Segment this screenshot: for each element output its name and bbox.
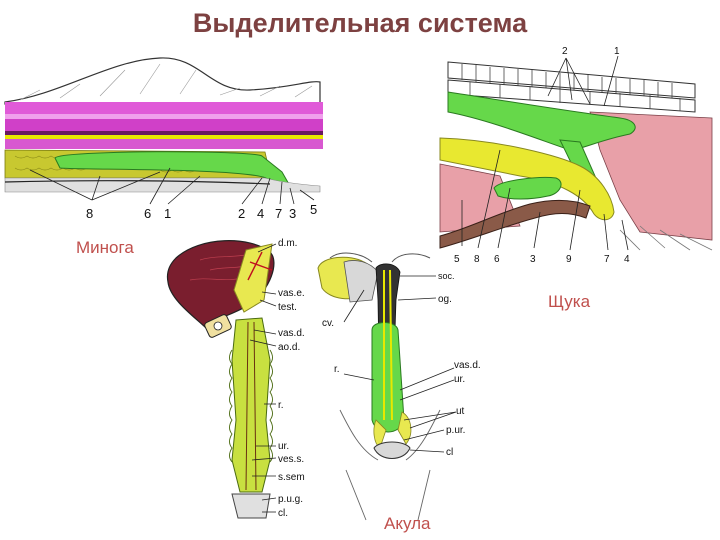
lamprey-label-3: 3 bbox=[289, 206, 296, 221]
shark-label-ur: ur. bbox=[454, 374, 465, 385]
shark-epigonal bbox=[343, 260, 379, 303]
lamprey-yellow-line bbox=[5, 135, 323, 139]
pike-spine-top bbox=[447, 61, 696, 99]
shark-label-cv: cv. bbox=[322, 318, 334, 329]
shark-label-og: og. bbox=[438, 294, 452, 305]
shark-label-cl: cl bbox=[446, 447, 453, 458]
male-cloaca bbox=[231, 493, 271, 519]
shark-duct-yellow bbox=[383, 269, 393, 421]
shark-kidney bbox=[371, 322, 405, 433]
lamprey-label-7: 7 bbox=[275, 206, 282, 221]
label-r: r. bbox=[278, 400, 284, 411]
shark-label-vasd: vas.d. bbox=[454, 360, 481, 371]
shark-pelvic-lines bbox=[339, 409, 441, 521]
shark-label-r: r. bbox=[334, 364, 340, 375]
epididymis bbox=[233, 243, 273, 313]
pike-fin-lines bbox=[619, 225, 713, 251]
pike-illustration: 2 1 5 8 6 3 9 7 4 bbox=[439, 46, 713, 265]
pike-label-4: 4 bbox=[624, 254, 630, 265]
label-ssem: s.sem bbox=[278, 472, 305, 483]
label-vasd: vas.d. bbox=[278, 328, 305, 339]
label-dm: d.m. bbox=[278, 238, 297, 249]
shark-leaders bbox=[343, 275, 457, 453]
lamprey-label-4: 4 bbox=[257, 206, 264, 221]
lamprey-label-2: 2 bbox=[238, 206, 245, 221]
shark-body-outline bbox=[329, 252, 431, 263]
shark-illustration: soc. og. cv. r. vas.d. ur. ut p.ur. cl bbox=[317, 252, 481, 521]
pike-kidney bbox=[447, 91, 636, 151]
lamprey-body-band-3 bbox=[5, 119, 323, 131]
male-leaders bbox=[249, 243, 277, 513]
lamprey-intestine bbox=[4, 180, 271, 185]
lamprey-dorsal-fin bbox=[4, 57, 321, 105]
pike-intestine bbox=[439, 199, 591, 249]
pike-muscle bbox=[589, 111, 713, 241]
male-kidney bbox=[231, 317, 271, 493]
pike-leaders bbox=[461, 55, 629, 251]
lamprey-body-band-1 bbox=[5, 102, 323, 114]
label-pug: p.u.g. bbox=[278, 494, 303, 505]
pike-label-6: 6 bbox=[494, 254, 500, 265]
red-duct bbox=[247, 251, 273, 281]
lamprey-belly bbox=[4, 177, 321, 193]
pike-yellow-organ bbox=[439, 137, 615, 221]
pike-label-1: 1 bbox=[614, 46, 620, 57]
label-vess: ves.s. bbox=[278, 454, 304, 465]
shark-label-ut: ut bbox=[456, 406, 465, 417]
pike-label-9: 9 bbox=[566, 254, 572, 265]
label-vase: vas.e. bbox=[278, 288, 305, 299]
male-ducts bbox=[245, 321, 257, 491]
lamprey-fin-hatching bbox=[19, 63, 313, 101]
shark-cloaca bbox=[373, 441, 411, 459]
caption-lamprey: Минога bbox=[76, 238, 134, 257]
shark-label-soc: soc. bbox=[438, 271, 455, 281]
pike-label-7: 7 bbox=[604, 254, 610, 265]
cut-vessel-lumen bbox=[213, 321, 223, 331]
pike-bladder bbox=[493, 177, 562, 200]
lamprey-body-band-2 bbox=[5, 114, 323, 119]
shark-label-pur: p.ur. bbox=[446, 425, 465, 436]
lamprey-label-6: 6 bbox=[144, 206, 151, 221]
lamprey-body-band-4 bbox=[5, 131, 323, 135]
lamprey-gonad-texture bbox=[14, 155, 197, 173]
pike-label-8: 8 bbox=[474, 254, 480, 265]
pike-spine-segments-2 bbox=[469, 82, 681, 111]
lamprey-label-1: 1 bbox=[164, 206, 171, 221]
page-title: Выделительная система bbox=[192, 8, 528, 38]
lamprey-illustration: 8 6 1 2 4 7 3 5 bbox=[4, 57, 323, 221]
label-ur: ur. bbox=[278, 441, 289, 452]
pike-label-5: 5 bbox=[454, 254, 460, 265]
male-kidney-lobes bbox=[229, 349, 273, 463]
shark-accessory-right bbox=[397, 411, 412, 445]
lamprey-label-5: 5 bbox=[310, 202, 317, 217]
label-test: test. bbox=[278, 302, 297, 313]
lamprey-body-band-5 bbox=[5, 139, 323, 149]
lamprey-label-8: 8 bbox=[86, 206, 93, 221]
lamprey-leaders bbox=[29, 167, 315, 205]
pike-spine-segments bbox=[461, 64, 673, 98]
label-cl: cl. bbox=[278, 508, 288, 519]
label-aod: ao.d. bbox=[278, 342, 300, 353]
pike-label-3: 3 bbox=[530, 254, 536, 265]
caption-shark: Акула bbox=[384, 514, 431, 533]
male-system-illustration: d.m. vas.e. test. vas.d. ao.d. r. ur. ve… bbox=[166, 238, 305, 519]
pike-label-2: 2 bbox=[562, 46, 568, 57]
caption-pike: Щука bbox=[548, 292, 591, 311]
